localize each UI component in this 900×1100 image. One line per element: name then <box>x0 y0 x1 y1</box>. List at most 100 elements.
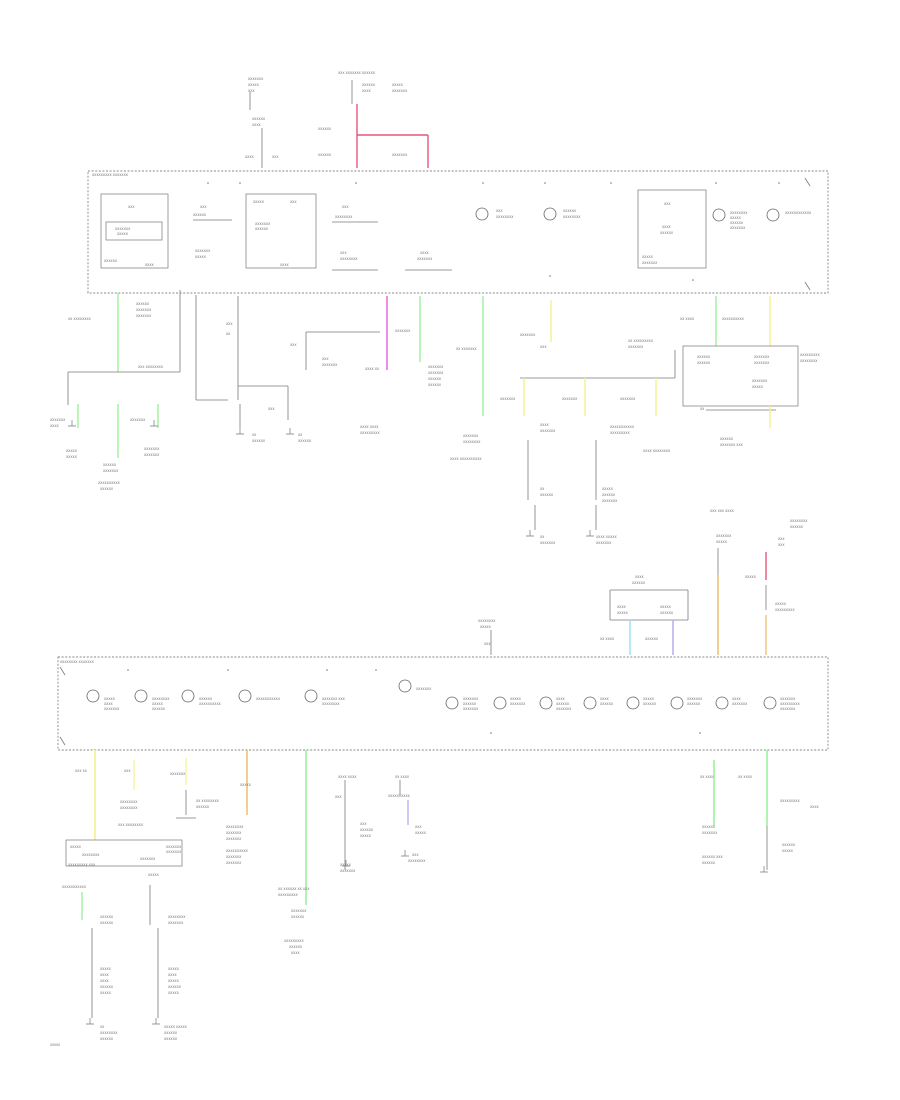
svg-text:XXXXXX: XXXXXX <box>540 493 554 497</box>
svg-text:XXXXXX: XXXXXX <box>428 377 442 381</box>
svg-text:XXX XX: XXX XX <box>75 769 88 773</box>
svg-text:XXXXXX: XXXXXX <box>600 702 614 706</box>
svg-text:XXX: XXX <box>124 769 131 773</box>
svg-text:XXXXXXXX: XXXXXXXX <box>120 800 138 804</box>
svg-text:XXXXXXXXX XXXXXXX: XXXXXXXXX XXXXXXX <box>92 173 129 177</box>
svg-text:XXXXXXX: XXXXXXX <box>556 707 572 711</box>
svg-text:XXXXXXXX: XXXXXXXX <box>168 915 186 919</box>
svg-text:XXXX: XXXX <box>617 605 627 609</box>
svg-text:XXXXXXXX: XXXXXXXX <box>120 806 138 810</box>
svg-text:XXXXXXX XXX: XXXXXXX XXX <box>322 697 346 701</box>
svg-text:XXXXXX: XXXXXX <box>645 637 659 641</box>
svg-text:XXXXXXX: XXXXXXX <box>687 697 703 701</box>
svg-text:XXXXX: XXXXX <box>617 611 629 615</box>
svg-text:XXXX: XXXX <box>540 423 550 427</box>
svg-text:XXXXXXX: XXXXXXX <box>226 861 242 865</box>
svg-text:XX XXXX: XX XXXX <box>680 317 695 321</box>
svg-text:XXXXX: XXXXX <box>117 232 129 236</box>
svg-text:XXXXXXX XXX: XXXXXXX XXX <box>720 443 744 447</box>
svg-text:XXXX: XXXX <box>100 979 110 983</box>
svg-text:XXXXXXXX: XXXXXXXX <box>322 702 340 706</box>
svg-text:XXXXXXX: XXXXXXX <box>144 453 160 457</box>
svg-text:XXXXXX: XXXXXX <box>790 525 804 529</box>
svg-text:XXX: XXX <box>322 357 329 361</box>
svg-text:XXXXXX: XXXXXX <box>164 1037 178 1041</box>
svg-text:XX: XX <box>298 433 303 437</box>
svg-text:XXXXXXX: XXXXXXX <box>226 837 242 841</box>
svg-text:XXXXXXX: XXXXXXX <box>136 308 152 312</box>
svg-text:XXXXXXXXX XXX: XXXXXXXXX XXX <box>68 863 96 867</box>
svg-text:XXXX: XXXX <box>50 424 60 428</box>
svg-text:XXXXXX: XXXXXX <box>100 487 114 491</box>
svg-text:XXXXX: XXXXX <box>100 991 112 995</box>
svg-text:XXXXXX: XXXXXX <box>463 702 477 706</box>
svg-text:XXX: XXX <box>200 205 207 209</box>
svg-text:XX XXXXXXXXX: XX XXXXXXXXX <box>628 339 654 343</box>
svg-text:XX: XX <box>100 1025 105 1029</box>
svg-text:XXXXXX: XXXXXX <box>199 697 213 701</box>
svg-text:XXXXXX: XXXXXX <box>632 581 646 585</box>
svg-text:XXXXXX: XXXXXX <box>136 302 150 306</box>
svg-text:XXXXX: XXXXX <box>168 979 180 983</box>
svg-text:XXXXX: XXXXX <box>730 216 742 220</box>
svg-text:XXXXXXX: XXXXXXX <box>130 418 146 422</box>
svg-text:XXXXXXXXX: XXXXXXXXX <box>284 939 304 943</box>
svg-text:XXX: XXX <box>360 822 367 826</box>
svg-text:XXXXXX: XXXXXX <box>563 209 577 213</box>
svg-text:XXXXXX: XXXXXX <box>100 921 114 925</box>
svg-text:XXXXXX: XXXXXX <box>660 231 674 235</box>
svg-text:XXXXXXXXXX: XXXXXXXXXX <box>388 794 411 798</box>
svg-text:XXXXXXX: XXXXXXX <box>463 697 479 701</box>
svg-text:XXXXXX: XXXXXX <box>193 213 207 217</box>
svg-text:XXX: XXX <box>268 407 275 411</box>
svg-text:XXXXXXXXXXXX: XXXXXXXXXXXX <box>785 211 812 215</box>
svg-text:XXXXXXX: XXXXXXX <box>520 333 536 337</box>
svg-text:XXXXXXX: XXXXXXX <box>103 469 119 473</box>
svg-text:XXXXXXX: XXXXXXX <box>540 541 556 545</box>
svg-text:XXX: XXX <box>290 200 297 204</box>
svg-text:XXXXX: XXXXX <box>510 697 522 701</box>
svg-text:XXX: XXX <box>496 209 503 213</box>
svg-text:XXX: XXX <box>340 251 347 255</box>
svg-text:XXXXXXX: XXXXXXX <box>716 534 732 538</box>
svg-text:XXXX: XXXX <box>245 155 255 159</box>
svg-text:XXX XXXXXXXX: XXX XXXXXXXX <box>118 823 144 827</box>
svg-text:XXXXXX: XXXXXX <box>362 83 376 87</box>
svg-text:XXX: XXX <box>484 642 491 646</box>
svg-text:XX: XX <box>540 535 545 539</box>
svg-text:XXXX XXXXXXXXXX: XXXX XXXXXXXXXX <box>450 457 482 461</box>
svg-text:XXXXXXXX XXXXXXX: XXXXXXXX XXXXXXX <box>60 660 95 664</box>
svg-text:XXXXXXX: XXXXXXX <box>500 397 516 401</box>
svg-text:XXXXXXX: XXXXXXX <box>255 222 271 226</box>
svg-text:XXXXXX: XXXXXX <box>100 915 114 919</box>
svg-text:XXXXXXXX: XXXXXXXX <box>496 215 514 219</box>
svg-text:XXXXXXXX: XXXXXXXX <box>800 359 818 363</box>
svg-text:XXXXX: XXXXX <box>66 449 78 453</box>
svg-text:XXXX: XXXX <box>635 575 645 579</box>
svg-text:XXXX: XXXX <box>252 123 262 127</box>
svg-text:XXXXX: XXXXX <box>195 255 207 259</box>
svg-text:XXX: XXX <box>778 543 785 547</box>
svg-text:XX XXXX: XX XXXX <box>600 637 615 641</box>
svg-text:XXXXXXX: XXXXXXX <box>562 397 578 401</box>
svg-text:XXXXX: XXXXX <box>415 831 427 835</box>
svg-text:XXXXXXXXX: XXXXXXXXX <box>360 431 380 435</box>
svg-text:XXXX XXXX: XXXX XXXX <box>338 775 357 779</box>
svg-text:XXXXXXX: XXXXXXX <box>195 249 211 253</box>
svg-text:XXXX: XXXX <box>100 973 110 977</box>
svg-text:XXX: XXX <box>342 205 349 209</box>
svg-text:XXXXXXX: XXXXXXX <box>392 89 408 93</box>
svg-text:XXXXXXX: XXXXXXX <box>115 227 131 231</box>
svg-text:XXXXXXX: XXXXXXX <box>226 831 242 835</box>
svg-text:XXXX: XXXX <box>104 702 114 706</box>
svg-text:XXXX: XXXX <box>420 251 430 255</box>
svg-text:XXXXXXXX: XXXXXXXX <box>152 697 170 701</box>
svg-text:XXXX XXXXXXXX: XXXX XXXXXXXX <box>643 449 671 453</box>
svg-text:XXXXXXXX: XXXXXXXX <box>730 211 748 215</box>
svg-text:XXXXXX: XXXXXX <box>168 985 182 989</box>
svg-text:XXX: XXX <box>664 202 671 206</box>
svg-text:XXXXXX: XXXXXX <box>660 611 674 615</box>
